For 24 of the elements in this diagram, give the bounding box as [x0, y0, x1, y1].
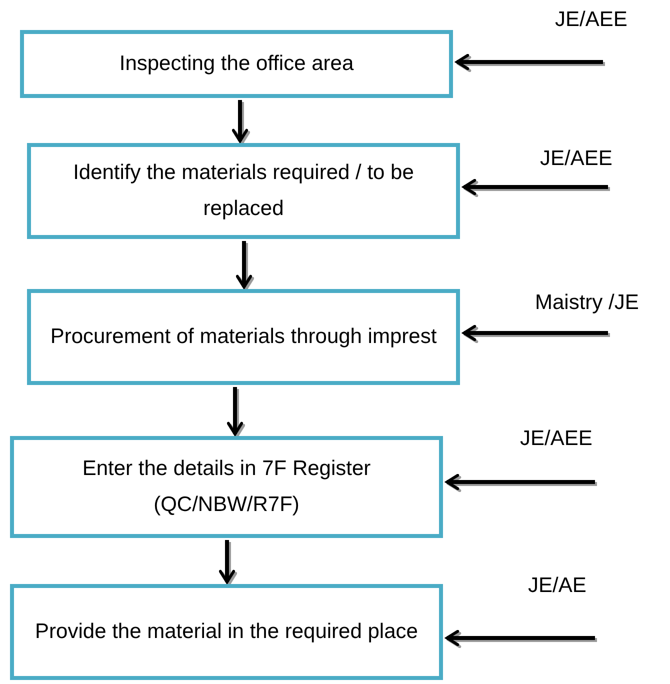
arrow	[232, 100, 248, 142]
process-box	[20, 30, 453, 98]
step-text: Inspecting the office area	[119, 51, 354, 77]
process-box	[10, 584, 443, 680]
arrow	[462, 178, 608, 196]
edge-label: JE/AE	[528, 573, 586, 599]
arrow	[446, 474, 595, 490]
edge-label: JE/AEE	[555, 7, 628, 33]
arrow	[226, 387, 244, 436]
arrow	[236, 241, 252, 288]
arrow	[462, 324, 608, 342]
arrow	[446, 630, 595, 646]
edge-label: Maistry /JE	[535, 290, 639, 316]
process-box	[27, 289, 460, 385]
process-box	[27, 143, 460, 239]
step-text: Enter the details in 7F Register (QC/NBW/R7F)	[81, 456, 372, 518]
step-text: Identify the materials required / to be replaced	[72, 160, 415, 222]
edge-label: JE/AEE	[540, 146, 612, 172]
step-text: Provide the material in the required place	[35, 619, 418, 645]
process-box	[10, 436, 443, 538]
step-text: Procurement of materials through imprest	[50, 324, 437, 350]
edge-label: JE/AEE	[520, 426, 592, 452]
arrow	[218, 540, 236, 584]
arrow	[456, 54, 603, 70]
